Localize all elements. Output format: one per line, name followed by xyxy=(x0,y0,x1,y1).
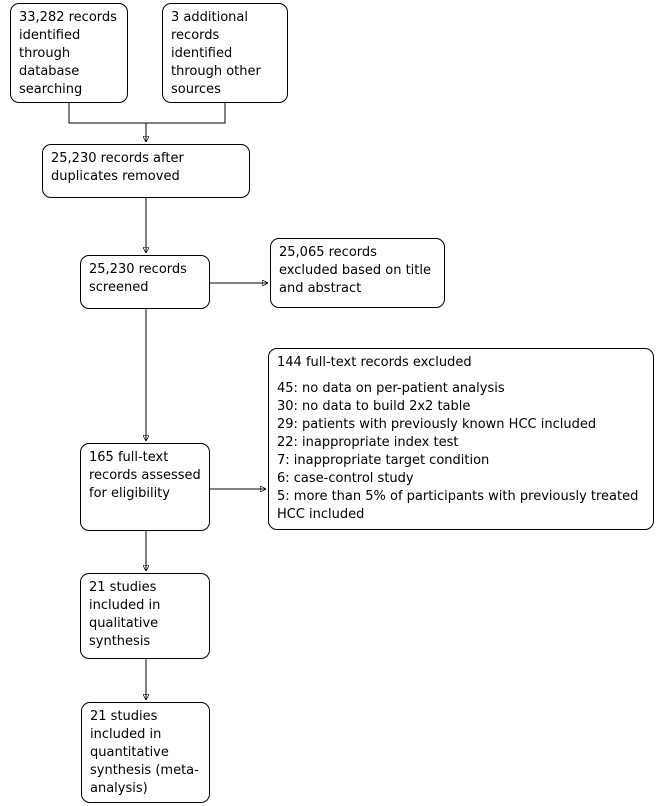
box-quantitative-synthesis: 21 studies included in quantitative synt… xyxy=(81,702,210,803)
box-fulltext-assessed-eligibility: 165 full-text records assessed for eligi… xyxy=(80,443,210,531)
exclusion-reason: 6: case-control study xyxy=(277,471,414,486)
box-records-identified-database: 33,282 records identified through databa… xyxy=(10,3,128,103)
fulltext-excluded-reason-list: 45: no data on per-patient analysis 30: … xyxy=(277,380,645,524)
exclusion-reason: 5: more than 5% of participants with pre… xyxy=(277,489,639,522)
exclusion-reason: 30: no data to build 2x2 table xyxy=(277,399,471,414)
box-records-excluded-title-abstract: 25,065 records excluded based on title a… xyxy=(270,238,445,308)
exclusion-reason: 22: inappropriate index test xyxy=(277,435,459,450)
exclusion-reason: 7: inappropriate target condition xyxy=(277,453,490,468)
box-records-after-duplicates-removed: 25,230 records after duplicates removed xyxy=(42,144,250,198)
exclusion-reason: 45: no data on per-patient analysis xyxy=(277,381,505,396)
exclusion-reason: 29: patients with previously known HCC i… xyxy=(277,417,597,432)
box-records-screened: 25,230 records screened xyxy=(80,255,210,309)
box-fulltext-records-excluded: 144 full-text records excluded 45: no da… xyxy=(268,348,654,530)
merge-connector-line xyxy=(68,103,226,124)
fulltext-excluded-title: 144 full-text records excluded xyxy=(277,355,472,370)
box-records-identified-other-sources: 3 additional records identified through … xyxy=(162,3,288,103)
box-qualitative-synthesis: 21 studies included in qualitative synth… xyxy=(80,573,210,659)
